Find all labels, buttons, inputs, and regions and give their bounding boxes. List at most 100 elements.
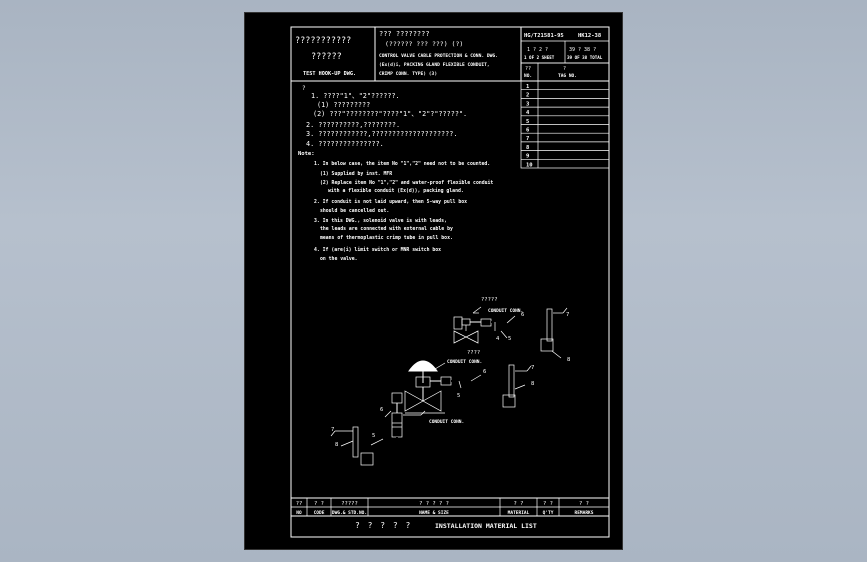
note-en-item: should be cancelled out. <box>320 208 389 214</box>
tag-row-no: 10 <box>526 162 533 168</box>
note-cn-item: 4. ???????????????. <box>306 140 384 148</box>
material-header-cn: ?? <box>296 501 303 507</box>
sheet-border <box>290 26 610 538</box>
tag-row-no: 1 <box>526 84 530 90</box>
note-en-item: 3. In this DWG., solenoid valve is with … <box>314 218 447 224</box>
note-en-item: with a flexible conduit (Ex(d)), packing… <box>328 188 464 194</box>
sheet-info-cn1: 1 ? 2 ? <box>527 47 548 53</box>
num-6a: 6 <box>521 312 524 318</box>
conduit-conn-1 <box>480 318 492 327</box>
conduit-label-1: CONDUIT CONN. <box>488 308 523 314</box>
conduit-label-2: CONDUIT CONN. <box>447 359 482 365</box>
note-cn-item: (2) ???"????????"????"1"、"2"?"?????". <box>313 110 467 118</box>
notes-heading: Note: <box>298 151 315 157</box>
material-title-cn: ? ? ? ? ? <box>355 521 412 530</box>
riser-1 <box>546 308 553 342</box>
note-en-item: on the valve. <box>320 256 358 262</box>
label-top: ????? <box>481 297 498 303</box>
note-en-item: (1) Supplied by inst. MFR <box>320 171 392 177</box>
tag-row-no: 5 <box>526 119 529 125</box>
tag-table-desc-en: TAG NO. <box>558 73 577 79</box>
num-5c: 5 <box>372 433 375 439</box>
sheet-info-en1: 1 OF 2 SHEET <box>524 55 555 60</box>
material-header-cn: ? ? <box>543 501 553 507</box>
title-block: ??????????? ?????? TEST HOOK-UP DWG. ???… <box>291 27 609 82</box>
title-mid-en2: (Ex(d)i, PACKING GLAND FLEXIBLE CONDUIT, <box>379 62 490 68</box>
valve-left <box>453 330 467 344</box>
note-en-item: means of thermoplastic crimp tube in pul… <box>320 235 453 241</box>
tag-row-no: 6 <box>526 128 530 134</box>
valve-right <box>465 330 479 344</box>
material-title-en: INSTALLATION MATERIAL LIST <box>435 522 537 530</box>
num-8c: 8 <box>335 442 338 448</box>
num-7b: 7 <box>531 365 534 371</box>
lower-assembly: CONDUIT CONN. 7 6 5 8 <box>330 392 464 466</box>
tag-row-no: 4 <box>526 110 530 116</box>
num-8b: 8 <box>531 381 534 387</box>
std-code: HG/T21581-95 <box>524 33 564 39</box>
cv-left <box>404 390 424 412</box>
num-5b: 5 <box>457 393 460 399</box>
drawing-sheet: ??????????? ?????? TEST HOOK-UP DWG. ???… <box>244 12 623 550</box>
sheet-code: HK12-38 <box>578 33 601 39</box>
note-en-item: (2) Replace item No "1","2" and water-pr… <box>320 180 493 186</box>
num-7c: 7 <box>331 427 334 433</box>
title-left-cn1: ??????????? <box>295 36 351 46</box>
material-header-en: Q'TY <box>543 510 554 516</box>
title-mid-en3: CRIMP CONN. TYPE) (3) <box>379 71 437 77</box>
tag-row-no: 3 <box>526 101 529 107</box>
tag-table: ?? NO. ? TAG NO. 1 2 3 4 5 6 7 8 9 10 <box>520 62 610 169</box>
note-cn-item: 2. ??????????,????????. <box>306 121 400 129</box>
title-mid-en1: CONTROL VALVE CABLE PROTECTION & CONN. D… <box>379 53 498 59</box>
actuator-dome <box>408 360 438 372</box>
notes-marker: ? <box>302 85 306 92</box>
tag-row-no: 8 <box>526 145 529 151</box>
sheet-info-en2: 39 OF 38 TOTAL <box>567 55 603 60</box>
note-cn-item: 3. ????????????,????????????????????. <box>306 130 457 138</box>
pull-box-3 <box>360 452 374 466</box>
material-header-cn: ????? <box>341 501 358 507</box>
flexible-conduit-3 <box>373 437 398 460</box>
num-8a: 8 <box>567 357 570 363</box>
upper-assembly: ????? CONDUIT CONN. 7 6 5 4 8 ???? <box>453 297 570 363</box>
notes-cn: ? 1. ????"1"、"2"??????.(1) ?????????(2) … <box>302 85 467 148</box>
material-header-en: CODE <box>314 510 325 516</box>
material-header-cn: ? ? <box>314 501 324 507</box>
note-en-item: the leads are connected with external ca… <box>320 226 453 232</box>
conduit-conn-3 <box>391 392 403 404</box>
notes-en: Note: 1. In below case, the item No "1",… <box>298 151 493 262</box>
tag-table-no-en: NO. <box>524 73 532 79</box>
material-header-en: MATERIAL <box>508 510 530 516</box>
tag-table-desc-cn: ? <box>563 66 566 72</box>
tag-row-no: 2 <box>526 93 529 99</box>
note-cn-item: 1. ????"1"、"2"??????. <box>311 92 400 100</box>
tag-row-no: 7 <box>526 136 529 142</box>
tag-table-no-cn: ?? <box>525 66 531 72</box>
control-valve-assembly: CONDUIT CONN. 7 6 5 8 <box>404 359 534 414</box>
conduit-conn-2 <box>440 376 452 386</box>
note-en-item: 1. In below case, the item No "1","2" ne… <box>314 161 490 167</box>
conduit-label-3: CONDUIT CONN. <box>429 419 464 425</box>
num-5a: 5 <box>508 336 511 342</box>
material-header-en: NO <box>296 510 302 516</box>
pipe-section <box>391 412 403 438</box>
note-en-item: 4. If (are(i) limit switch or MNR switch… <box>314 247 441 253</box>
sheet-info-cn2: 39 ? 38 ? <box>569 47 596 53</box>
riser-3 <box>352 426 359 458</box>
title-mid-cn1: ??? ???????? <box>379 30 430 38</box>
solenoid-box <box>453 316 463 330</box>
label-mid: ???? <box>467 350 480 356</box>
riser-2 <box>508 364 515 398</box>
title-left-cn2: ?????? <box>311 52 342 62</box>
tag-row-no: 9 <box>526 154 529 160</box>
num-6b: 6 <box>483 369 486 375</box>
material-header-en: REMARKS <box>575 510 594 516</box>
note-en-item: 2. If conduit is not laid upward, then 5… <box>314 199 467 205</box>
material-header-en: NAME & SIZE <box>419 510 449 516</box>
title-left-en: TEST HOOK-UP DWG. <box>303 71 356 77</box>
material-header-en: DWG.& STD.NO. <box>332 510 367 516</box>
num-4a: 4 <box>496 336 500 342</box>
num-6c: 6 <box>380 407 383 413</box>
material-header-cn: ? ? <box>514 501 524 507</box>
